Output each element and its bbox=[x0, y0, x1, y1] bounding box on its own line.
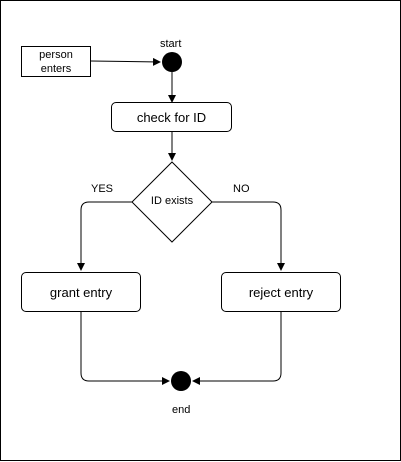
edge-decision-to-grant bbox=[77, 201, 132, 271]
reject-entry-label: reject entry bbox=[248, 284, 314, 300]
grant-entry-label: grant entry bbox=[49, 284, 113, 300]
person-enters-label: person enters bbox=[39, 48, 73, 76]
person-enters-box: person enters bbox=[21, 46, 91, 77]
person-enters-line1: person bbox=[39, 48, 73, 61]
end-label: end bbox=[172, 404, 191, 416]
edge-grant-to-end bbox=[80, 312, 170, 385]
start-label: start bbox=[160, 38, 182, 50]
check-for-id-label: check for ID bbox=[136, 109, 207, 125]
decision-label: ID exists bbox=[150, 195, 194, 207]
reject-entry-box: reject entry bbox=[221, 272, 341, 312]
person-enters-line2: enters bbox=[40, 62, 72, 75]
decision-diamond bbox=[131, 161, 213, 243]
start-node bbox=[162, 52, 182, 72]
edge-person-to-start bbox=[90, 57, 161, 66]
no-edge-label: NO bbox=[233, 183, 250, 195]
end-node bbox=[171, 371, 191, 391]
edge-reject-to-end bbox=[192, 312, 282, 385]
edge-decision-to-reject bbox=[212, 201, 285, 271]
check-for-id-box: check for ID bbox=[111, 102, 232, 132]
yes-edge-label: YES bbox=[91, 183, 114, 195]
grant-entry-box: grant entry bbox=[21, 272, 141, 312]
